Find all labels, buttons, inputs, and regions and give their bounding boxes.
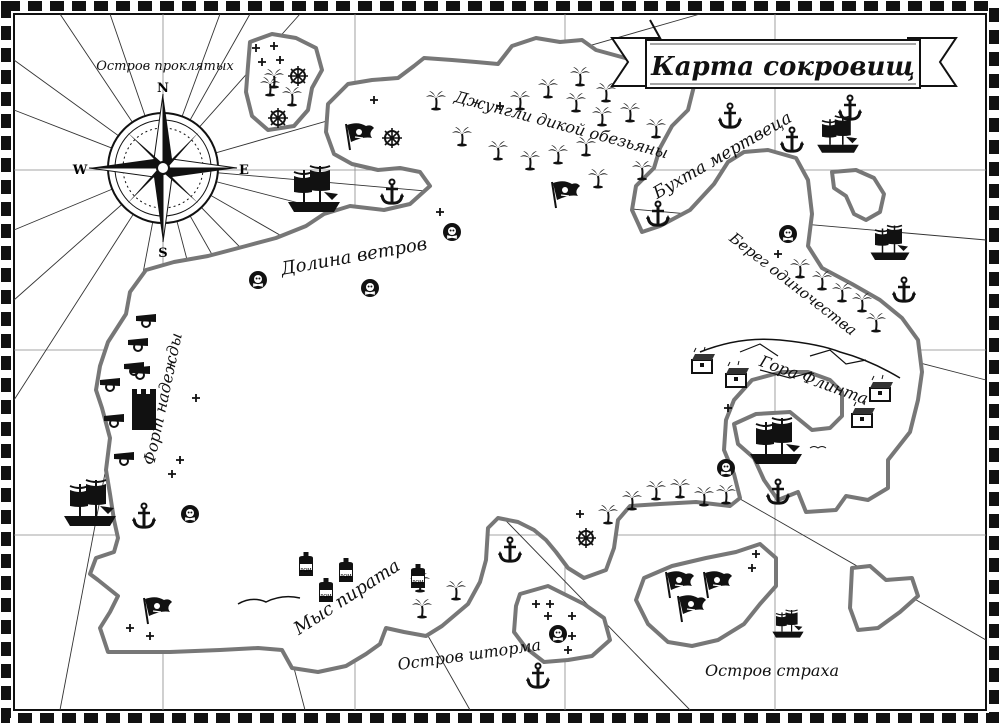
- cape-ridge: [237, 595, 301, 605]
- rum-label: РОМ: [320, 594, 331, 600]
- fear-island: [634, 542, 778, 648]
- label-fear-island: Остров страха: [705, 661, 839, 680]
- lonely-rock: [830, 168, 886, 222]
- mountain-ridge: [699, 338, 901, 379]
- label-cursed-island: Остров проклятых: [96, 59, 234, 74]
- rum-label: РОМ: [412, 580, 423, 586]
- compass-rose: [88, 93, 238, 243]
- compass-e: E: [239, 163, 249, 178]
- rum-label: РОМ: [340, 574, 351, 580]
- compass-w: W: [72, 163, 88, 178]
- map-title: Карта сокровищ: [650, 52, 915, 82]
- fort-icon: [132, 389, 156, 430]
- main-island: [88, 36, 924, 674]
- title-banner: [610, 19, 958, 89]
- rum-label: РОМ: [300, 568, 311, 574]
- compass-s: S: [158, 246, 167, 261]
- cursed-island: [244, 32, 324, 132]
- label-storm-island: Остров шторма: [396, 635, 542, 674]
- storm-island: [512, 584, 612, 664]
- compass-n: N: [157, 81, 169, 96]
- east-rock: [848, 564, 920, 632]
